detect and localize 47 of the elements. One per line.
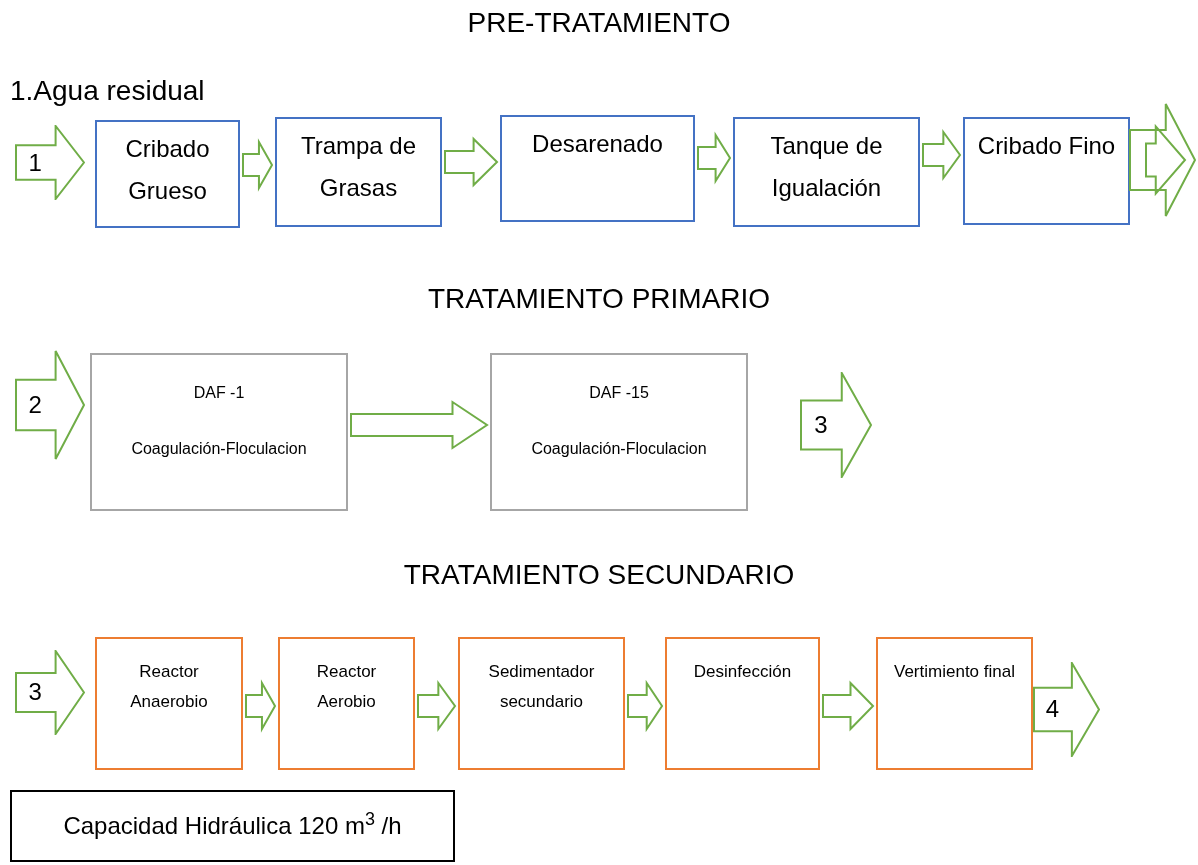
- block-arrow: [444, 136, 499, 188]
- process-box: [500, 115, 695, 222]
- box-text: Desarenado: [531, 129, 664, 159]
- process-box: [876, 637, 1033, 770]
- process-box: [90, 353, 348, 511]
- box-text: Tanque de Igualación: [769, 131, 884, 203]
- step-number: 4: [1045, 697, 1060, 722]
- block-arrow: [627, 679, 664, 733]
- box-text: Reactor Anaerobio: [129, 661, 209, 713]
- step-number: 1: [28, 150, 42, 175]
- box-text: Capacidad Hidráulica 120 m$^{3}$ /h: [62, 808, 403, 841]
- box-text: Cribado Fino: [976, 131, 1117, 161]
- process-box: [733, 117, 920, 227]
- step-number: 3: [814, 413, 828, 437]
- block-arrow: [1129, 103, 1197, 217]
- step-number: 2: [28, 393, 42, 417]
- box-text: DAF -1: [192, 383, 246, 403]
- process-box: [665, 637, 820, 770]
- block-arrow: [922, 128, 962, 182]
- box-text: Cribado Grueso: [124, 134, 211, 206]
- box-text: Trampa de Grasas: [299, 131, 418, 203]
- box-text: Coagulación-Floculacion: [130, 439, 308, 459]
- block-arrow: [697, 131, 732, 185]
- process-box: [278, 637, 415, 770]
- process-box: [490, 353, 748, 511]
- process-box: [95, 120, 240, 228]
- block-arrow: [245, 679, 277, 733]
- section-heading: TRATAMIENTO PRIMARIO: [426, 282, 772, 316]
- section-heading: 1.Agua residual: [10, 74, 205, 108]
- section-heading: PRE-TRATAMIENTO: [466, 6, 732, 40]
- box-text: DAF -15: [588, 383, 650, 403]
- block-arrow: [822, 680, 875, 732]
- block-arrow: [417, 679, 457, 733]
- box-text: Coagulación-Floculacion: [530, 439, 708, 459]
- process-box: [95, 637, 243, 770]
- box-text: Vertimiento final: [893, 661, 1016, 683]
- box-text: Sedimentador secundario: [487, 661, 596, 713]
- process-box: [275, 117, 442, 227]
- process-box: [458, 637, 625, 770]
- process-box: [10, 790, 455, 862]
- process-box: [963, 117, 1130, 225]
- section-heading: TRATAMIENTO SECUNDARIO: [402, 558, 796, 592]
- block-arrow: [350, 400, 489, 450]
- step-number: 3: [28, 680, 42, 705]
- block-arrow: [242, 138, 274, 192]
- box-text: Desinfección: [692, 661, 793, 683]
- box-text: Reactor Aerobio: [315, 661, 378, 713]
